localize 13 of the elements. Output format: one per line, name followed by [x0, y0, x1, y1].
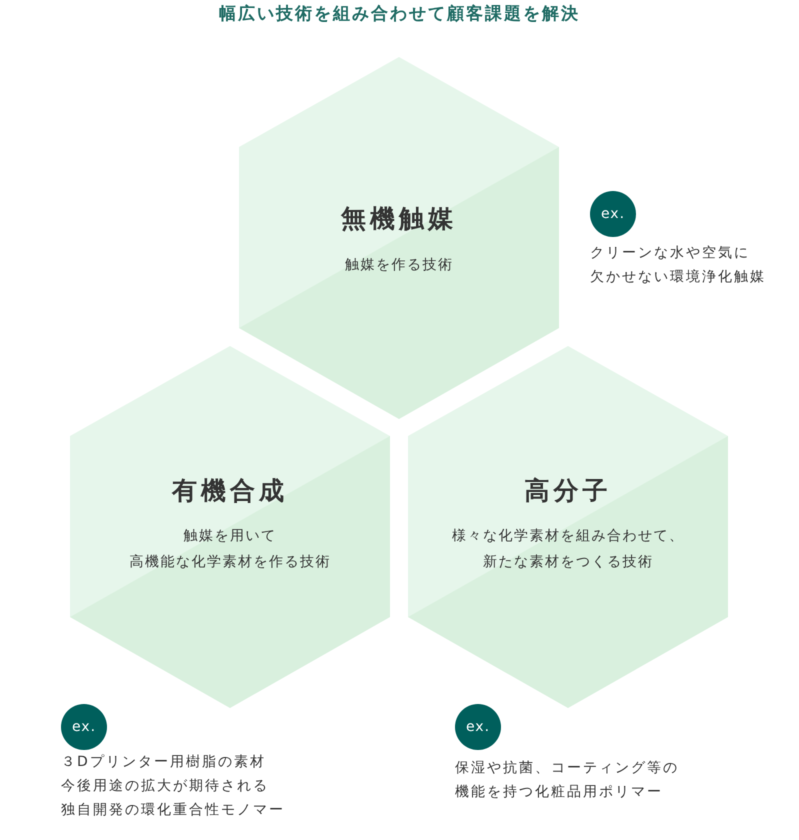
example-text: 保湿や抗菌、コーティング等の機能を持つ化粧品用ポリマー	[455, 759, 679, 802]
example-text: ３Dプリンター用樹脂の素材今後用途の拡大が期待される独自開発の環化重合性モノマー	[61, 753, 285, 820]
example-badge: ex.	[455, 704, 501, 750]
description-text: 触媒を作る技術	[344, 256, 454, 275]
hexagon-heading: 高分子	[524, 475, 612, 507]
diagram-title: 幅広い技術を組み合わせて顧客課題を解決	[218, 3, 581, 25]
example-text: クリーンな水や空気に欠かせない環境浄化触媒	[590, 244, 766, 287]
example-badge: ex.	[61, 704, 107, 750]
description-text: 触媒を用いて高機能な化学素材を作る技術	[128, 527, 332, 572]
example-badge: ex.	[590, 191, 636, 237]
hexagon-heading: 有機合成	[170, 475, 289, 507]
description-text: 様々な化学素材を組み合わせて、新たな素材をつくる技術	[450, 527, 686, 572]
hexagon-heading: 無機触媒	[340, 203, 458, 235]
